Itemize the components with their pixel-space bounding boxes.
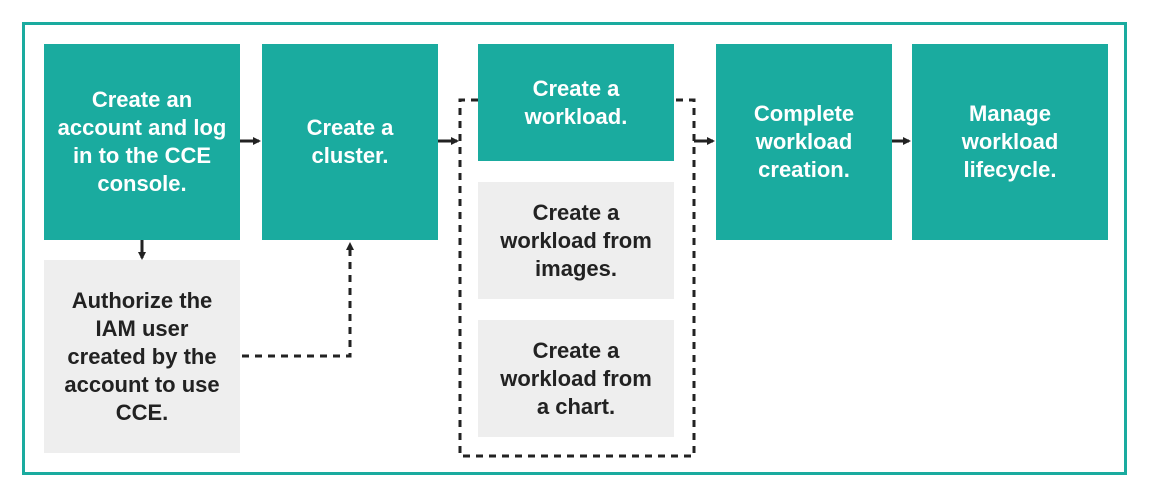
step-create-workload-label: Create a workload. bbox=[524, 75, 628, 129]
step-authorize-iam-user: Authorize the IAM user created by the ac… bbox=[44, 260, 240, 453]
option-workload-from-chart: Create a workload from a chart. bbox=[478, 320, 674, 437]
step-create-account-label: Create an account and log in to the CCE … bbox=[57, 87, 227, 196]
option-workload-from-images: Create a workload from images. bbox=[478, 182, 674, 299]
step-create-cluster-label: Create a cluster. bbox=[306, 115, 394, 168]
step-create-workload: Create a workload. bbox=[478, 44, 674, 161]
step-complete-creation-label: Complete workload creation. bbox=[753, 101, 855, 182]
step-authorize-iam-user-label: Authorize the IAM user created by the ac… bbox=[64, 287, 220, 425]
step-manage-lifecycle: Manage workload lifecycle. bbox=[912, 44, 1108, 240]
step-create-account: Create an account and log in to the CCE … bbox=[44, 44, 240, 240]
step-complete-creation: Complete workload creation. bbox=[716, 44, 892, 240]
step-create-cluster: Create a cluster. bbox=[262, 44, 438, 240]
diagram-frame bbox=[22, 22, 1127, 475]
option-workload-from-images-label: Create a workload from images. bbox=[500, 199, 652, 281]
step-manage-lifecycle-label: Manage workload lifecycle. bbox=[961, 101, 1059, 182]
option-workload-from-chart-label: Create a workload from a chart. bbox=[500, 337, 652, 419]
